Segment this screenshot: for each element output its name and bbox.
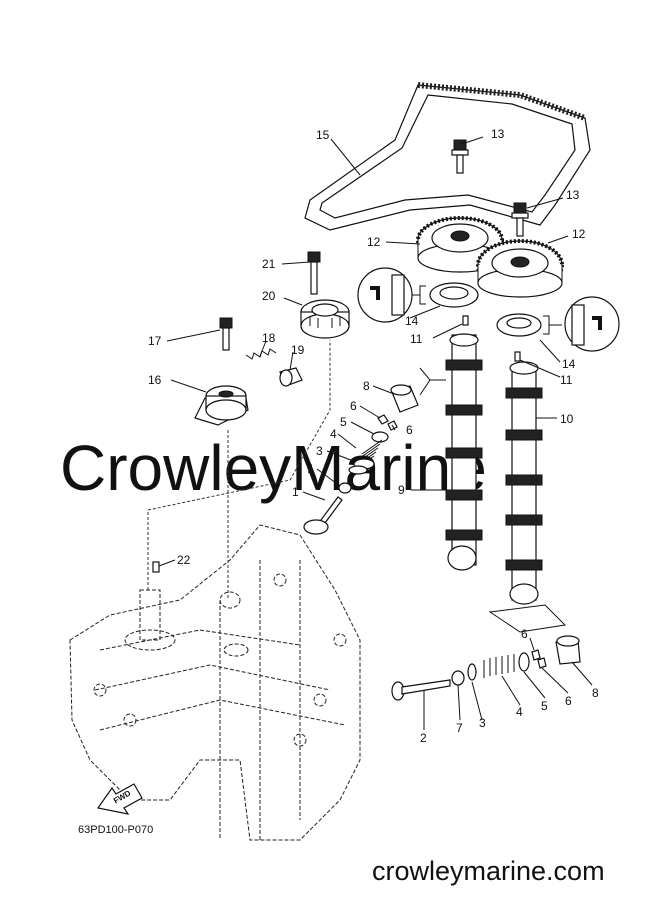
spring-retainer-lower (518, 652, 530, 672)
callout-20: 20 (262, 289, 276, 303)
tensioner-assembly (194, 385, 249, 426)
callout-16: 16 (148, 373, 162, 387)
callout-8: 8 (363, 379, 370, 393)
valve-seal-lower (451, 670, 465, 686)
fwd-arrow: FWD (96, 783, 143, 815)
pulley-bolt-right (511, 202, 529, 237)
plug (152, 561, 160, 573)
valve-lower (391, 679, 451, 701)
dowel-pin-left (462, 315, 469, 326)
callout-14: 14 (405, 314, 419, 328)
callout-11: 11 (560, 373, 573, 387)
seal-detail-right (564, 296, 620, 352)
callout-labels: 15 13 13 12 12 21 20 14 11 14 11 10 17 1… (148, 127, 599, 745)
tensioner-pin (279, 367, 303, 387)
callout-21: 21 (262, 257, 276, 271)
callout-22: 22 (177, 553, 191, 567)
seal-detail-left (357, 267, 413, 323)
callout-3: 3 (479, 716, 486, 730)
diagram-code: 63PD100-P070 (78, 824, 153, 836)
callout-18: 18 (262, 331, 276, 345)
callout-6: 6 (406, 423, 413, 437)
callout-2: 2 (420, 731, 427, 745)
idler-pulley (300, 299, 350, 339)
timing-belt (304, 82, 591, 231)
callout-4: 4 (516, 705, 523, 719)
valve-lifter-lower (555, 635, 581, 665)
callout-12: 12 (367, 235, 381, 249)
valve-upper (303, 496, 343, 535)
callout-19: 19 (291, 343, 305, 357)
site-footer: crowleymarine.com (372, 856, 605, 886)
callout-7: 7 (306, 462, 313, 476)
callout-6: 6 (565, 694, 572, 708)
spring-seat-lower (467, 663, 477, 681)
callout-17: 17 (148, 334, 162, 348)
callout-13: 13 (566, 188, 580, 202)
callout-1: 1 (292, 485, 299, 499)
callout-5: 5 (340, 415, 347, 429)
callout-3: 3 (316, 444, 323, 458)
callout-15: 15 (316, 128, 330, 142)
callout-4: 4 (330, 427, 337, 441)
valve-lifter-upper (390, 384, 419, 413)
valve-spring-lower (483, 654, 515, 678)
callout-5: 5 (541, 699, 548, 713)
dowel-pin-right (514, 351, 521, 362)
valve-seal-upper (338, 482, 352, 494)
spring-seat-upper (348, 465, 368, 475)
pulley-bolt-left (451, 139, 469, 174)
camshaft-pulley-right (476, 239, 564, 298)
idler-bolt (307, 251, 321, 295)
callout-13: 13 (491, 127, 505, 141)
callout-10: 10 (560, 412, 574, 426)
callout-11: 11 (410, 332, 423, 346)
callout-7: 7 (456, 721, 463, 735)
callout-8: 8 (592, 686, 599, 700)
callout-6: 6 (521, 627, 528, 641)
spring-retainer-upper (371, 431, 389, 443)
oil-seal-right (496, 313, 562, 337)
watermark: CrowleyMarine (60, 432, 487, 504)
callout-9: 9 (398, 483, 405, 497)
valve-keepers-lower (531, 649, 547, 669)
oil-seal-left (412, 282, 479, 308)
callout-12: 12 (572, 227, 586, 241)
camshaft-exhaust (505, 361, 543, 605)
valve-keepers-upper (377, 414, 398, 431)
camshaft-intake (445, 333, 483, 571)
tensioner-bolt (219, 317, 233, 351)
callout-14: 14 (562, 357, 576, 371)
leader-lines (158, 136, 593, 730)
callout-6: 6 (350, 399, 357, 413)
